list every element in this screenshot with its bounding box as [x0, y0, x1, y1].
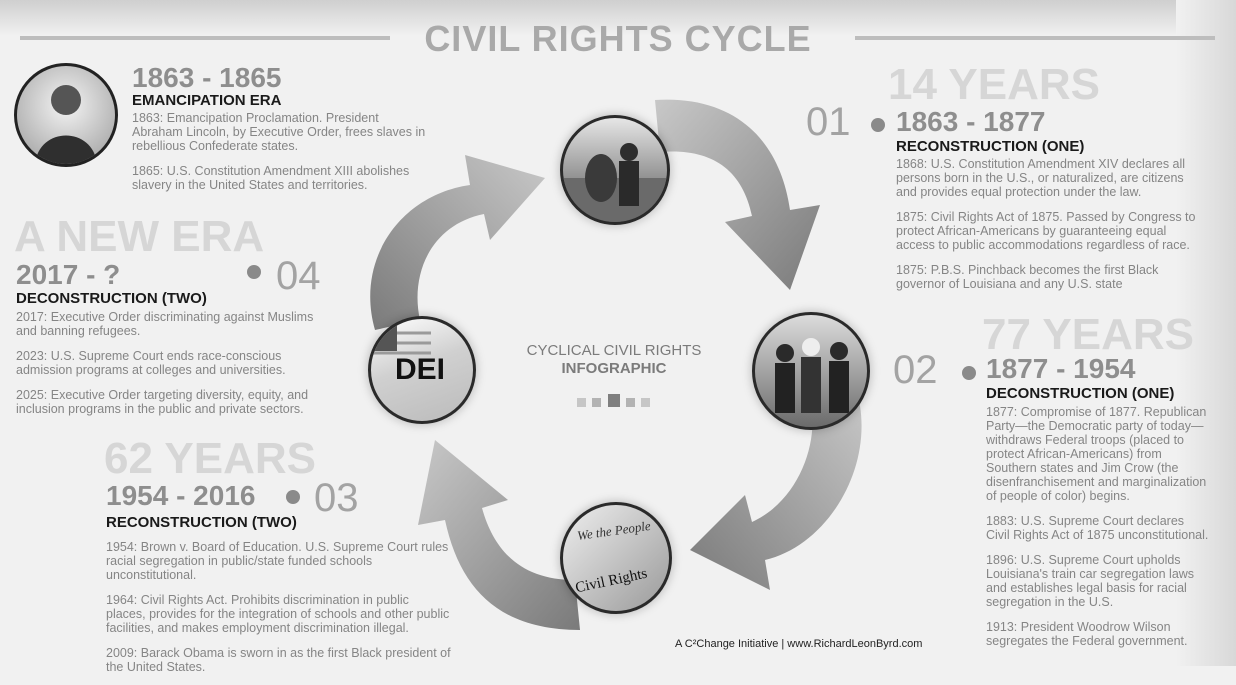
center-square-3 — [608, 394, 620, 407]
stage-1-duration: 14 YEARS — [888, 60, 1100, 109]
emancipation-years: 1863 - 1865 — [132, 62, 282, 93]
center-square-1 — [577, 398, 586, 407]
grunge-border-top — [0, 0, 1236, 36]
photo-reconstruction-two: We the People Civil Rights — [560, 502, 672, 614]
photo-reconstruction-one — [560, 115, 670, 225]
center-square-2 — [592, 398, 601, 407]
cycle-arrows — [370, 99, 862, 630]
emancipation-era-label: EMANCIPATION ERA — [132, 92, 282, 109]
stage-3-number: 03 — [314, 476, 359, 520]
stage-1-era: RECONSTRUCTION (ONE) — [896, 138, 1085, 155]
arrow-top-right — [655, 99, 820, 290]
emancipation-event: 1863: Emancipation Proclamation. Preside… — [132, 111, 426, 153]
stage-2-event: 1913: President Woodrow Wilson segregate… — [986, 620, 1188, 648]
stage-3-years: 1954 - 2016 — [106, 480, 256, 511]
lincoln-portrait — [14, 63, 118, 167]
stage-2-event: 1883: U.S. Supreme Court declares Civil … — [986, 514, 1209, 542]
page-title: CIVIL RIGHTS CYCLE — [424, 18, 812, 59]
stage-2-event: 1896: U.S. Supreme Court upholds Louisia… — [986, 553, 1195, 609]
center-square-4 — [626, 398, 635, 407]
photo-deconstruction-one — [752, 312, 870, 430]
stage-2-dot — [962, 366, 976, 380]
stage-1-events: 1868: U.S. Constitution Amendment XIV de… — [896, 157, 1206, 302]
stage-4-era: DECONSTRUCTION (TWO) — [16, 290, 207, 307]
dei-label: DEI — [395, 353, 446, 386]
stage-2-years: 1877 - 1954 — [986, 353, 1136, 384]
arrow-bottom-right — [690, 385, 862, 590]
stage-1-event: 1868: U.S. Constitution Amendment XIV de… — [896, 157, 1186, 199]
stage-3-era: RECONSTRUCTION (TWO) — [106, 514, 297, 531]
stage-4-duration: A NEW ERA — [14, 212, 265, 261]
stage-2-event: 1877: Compromise of 1877. Republican Par… — [986, 405, 1207, 503]
credit-line: A C²Change Initiative | www.RichardLeonB… — [675, 638, 923, 650]
stage-3-dot — [286, 490, 300, 504]
stage-4-event: 2025: Executive Order targeting diversit… — [16, 388, 309, 416]
stage-4-dot — [247, 265, 261, 279]
stage-3-event: 1954: Brown v. Board of Education. U.S. … — [106, 540, 449, 582]
civil-rights-book-label: Civil Rights — [574, 565, 649, 597]
center-square-5 — [641, 398, 650, 407]
stage-4-events: 2017: Executive Order discriminating aga… — [16, 310, 328, 427]
stage-1-dot — [871, 118, 885, 132]
grunge-border-right — [1176, 0, 1236, 666]
stage-2-number: 02 — [893, 348, 938, 392]
title-rule-left — [20, 36, 390, 40]
stage-4-number: 04 — [276, 254, 321, 298]
stage-4-years: 2017 - ? — [16, 259, 121, 290]
stage-1-years: 1863 - 1877 — [896, 106, 1046, 137]
stage-1-event: 1875: P.B.S. Pinchback becomes the first… — [896, 263, 1159, 291]
stage-1-event: 1875: Civil Rights Act of 1875. Passed b… — [896, 210, 1196, 252]
stage-4-event: 2017: Executive Order discriminating aga… — [16, 310, 314, 338]
we-the-people-text: We the People — [576, 517, 652, 544]
stage-1-number: 01 — [806, 100, 851, 144]
stage-4-event: 2023: U.S. Supreme Court ends race-consc… — [16, 349, 286, 377]
arrow-bottom-left — [418, 440, 580, 630]
emancipation-events: 1863: Emancipation Proclamation. Preside… — [132, 111, 432, 203]
center-title-line1: CYCLICAL CIVIL RIGHTS — [526, 342, 702, 359]
title-rule-right — [855, 36, 1215, 40]
emancipation-event: 1865: U.S. Constitution Amendment XIII a… — [132, 164, 410, 192]
stage-3-duration: 62 YEARS — [104, 434, 316, 483]
stage-3-event: 1964: Civil Rights Act. Prohibits discri… — [106, 593, 450, 635]
stage-2-era: DECONSTRUCTION (ONE) — [986, 385, 1175, 402]
stage-3-event: 2009: Barack Obama is sworn in as the fi… — [106, 646, 451, 674]
stage-2-duration: 77 YEARS — [982, 310, 1194, 359]
arrow-top-left — [370, 155, 545, 330]
dei-badge: DEI — [368, 316, 476, 424]
stage-3-events: 1954: Brown v. Board of Education. U.S. … — [106, 540, 451, 685]
stage-2-events: 1877: Compromise of 1877. Republican Par… — [986, 405, 1211, 659]
center-title-line2: INFOGRAPHIC — [561, 360, 667, 377]
